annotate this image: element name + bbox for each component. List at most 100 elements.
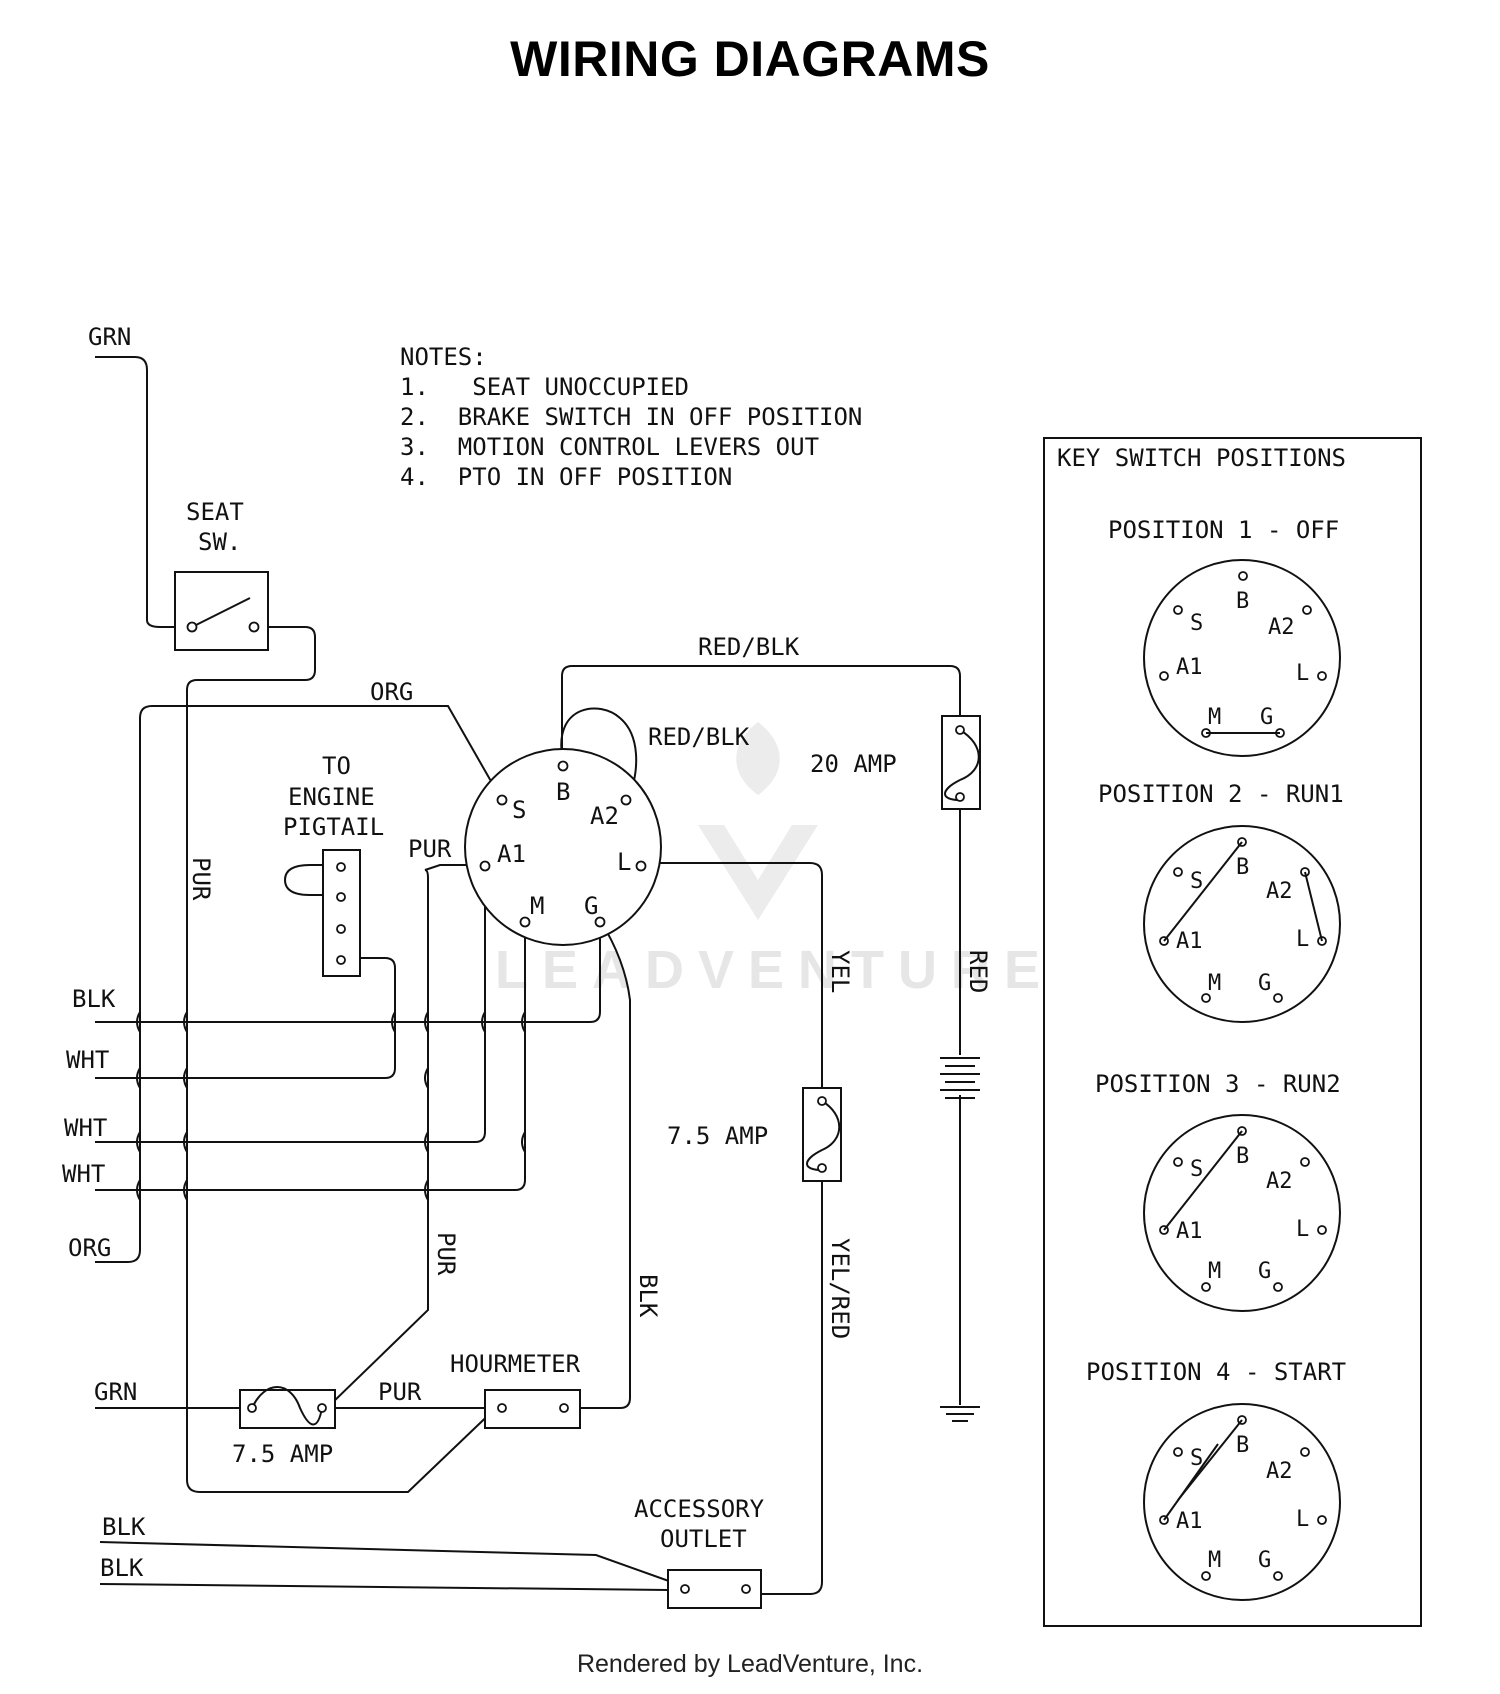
svg-text:A1: A1 [1176, 1219, 1203, 1244]
svg-text:A1: A1 [1176, 1509, 1203, 1534]
battery-icon [940, 1057, 980, 1099]
wire-label-grn-top: GRN [88, 323, 131, 351]
seat-switch-label-2: SW. [198, 528, 241, 556]
svg-text:G: G [1258, 1259, 1271, 1284]
wire-label-blk-vertical: BLK [634, 1274, 662, 1318]
wire-label-red-blk-loop: RED/BLK [648, 723, 750, 751]
svg-text:S: S [1190, 1157, 1203, 1182]
position-2-diagram: B S A2 A1 L M G [1143, 825, 1341, 1023]
seat-switch: SEAT SW. [174, 498, 269, 651]
svg-text:G: G [1258, 971, 1271, 996]
svg-text:A2: A2 [1268, 615, 1295, 640]
fuse-75-bottom-label: 7.5 AMP [232, 1440, 333, 1468]
position-1-title: POSITION 1 - OFF [1108, 516, 1339, 544]
pigtail-label-1: TO [322, 752, 351, 780]
svg-text:A1: A1 [1176, 655, 1203, 680]
engine-pigtail: TO ENGINE PIGTAIL [283, 752, 384, 977]
fuse-20-label: 20 AMP [810, 750, 897, 778]
key-switch-positions-panel: KEY SWITCH POSITIONS POSITION 1 - OFF B … [1043, 437, 1422, 1627]
accessory-outlet: ACCESSORY OUTLET [634, 1495, 765, 1609]
terminal-A2: A2 [590, 802, 619, 830]
key-switch-heading: KEY SWITCH POSITIONS [1057, 444, 1346, 472]
watermark-flame-icon [736, 722, 780, 795]
watermark-text: LEADVENTURE [495, 940, 1054, 1000]
svg-text:G: G [1260, 705, 1273, 730]
wire-label-grn-bottom: GRN [94, 1378, 137, 1406]
position-2-title: POSITION 2 - RUN1 [1098, 780, 1344, 808]
accessory-outlet-label-2: OUTLET [660, 1525, 747, 1553]
fuse-75-amp-right: 7.5 AMP [667, 1087, 842, 1182]
wire-label-red: RED [964, 950, 992, 993]
terminal-A1: A1 [497, 840, 526, 868]
accessory-outlet-label-1: ACCESSORY [634, 1495, 765, 1523]
terminal-L: L [617, 848, 631, 876]
terminal-G: G [584, 892, 598, 920]
wire-hops [136, 1011, 526, 1201]
svg-text:A2: A2 [1266, 879, 1293, 904]
svg-text:M: M [1208, 971, 1221, 996]
wire-label-yel: YEL [826, 950, 854, 993]
hourmeter-label: HOURMETER [450, 1350, 581, 1378]
notes-heading: NOTES: [400, 343, 487, 371]
wire-label-blk-bottom-2: BLK [100, 1554, 144, 1582]
wire-label-yel-red: YEL/RED [826, 1238, 854, 1339]
svg-text:B: B [1236, 1433, 1249, 1458]
wire-label-org-top: ORG [370, 678, 413, 706]
pigtail-label-2: ENGINE [288, 783, 375, 811]
footer-credit: Rendered by LeadVenture, Inc. [576, 1650, 924, 1678]
wire-label-blk-1: BLK [72, 985, 116, 1013]
fuse-75-right-label: 7.5 AMP [667, 1122, 768, 1150]
svg-text:B: B [1236, 1144, 1249, 1169]
wire-label-wht-3: WHT [62, 1160, 105, 1188]
fuse-20-amp: 20 AMP [810, 715, 981, 810]
svg-text:A2: A2 [1266, 1169, 1293, 1194]
wire-label-pur-low: PUR [432, 1232, 460, 1276]
key-switch: S B A2 A1 L M G [464, 748, 662, 946]
svg-text:G: G [1258, 1548, 1271, 1573]
svg-text:L: L [1296, 927, 1309, 952]
seat-switch-contact [191, 597, 251, 628]
position-4-diagram: B S A2 A1 L M G [1143, 1403, 1341, 1601]
svg-text:A1: A1 [1176, 929, 1203, 954]
wire-label-pur-vertical: PUR [187, 857, 215, 901]
wire-labels: GRN ORG PUR PUR RED/BLK RED/BLK YEL RED … [62, 323, 992, 1582]
svg-text:B: B [1236, 855, 1249, 880]
position-3-title: POSITION 3 - RUN2 [1095, 1070, 1341, 1098]
key-switch-body [464, 748, 662, 946]
svg-text:M: M [1208, 1548, 1221, 1573]
terminal-B: B [556, 778, 570, 806]
watermark-v-icon [698, 825, 818, 920]
svg-text:B: B [1236, 589, 1249, 614]
svg-text:S: S [1190, 869, 1203, 894]
seat-switch-label-1: SEAT [186, 498, 244, 526]
terminal-S: S [512, 796, 526, 824]
note-4: 4. PTO IN OFF POSITION [400, 463, 732, 491]
svg-text:L: L [1296, 1507, 1309, 1532]
wire-label-wht-1: WHT [66, 1046, 109, 1074]
wire-label-wht-2: WHT [64, 1114, 107, 1142]
svg-text:M: M [1208, 705, 1221, 730]
svg-text:L: L [1296, 1217, 1309, 1242]
svg-text:S: S [1190, 1446, 1203, 1471]
hourmeter: HOURMETER [450, 1350, 581, 1429]
position-4-title: POSITION 4 - START [1086, 1358, 1346, 1386]
note-3: 3. MOTION CONTROL LEVERS OUT [400, 433, 819, 461]
ground-icon [940, 1406, 980, 1422]
pigtail-label-3: PIGTAIL [283, 813, 384, 841]
svg-text:S: S [1190, 611, 1203, 636]
position-3-diagram: B S A2 A1 L M G [1143, 1114, 1341, 1312]
note-1: 1. SEAT UNOCCUPIED [400, 373, 689, 401]
terminal-M: M [530, 892, 544, 920]
wire-label-red-blk-top: RED/BLK [698, 633, 800, 661]
svg-text:L: L [1296, 661, 1309, 686]
wire-label-pur-a1: PUR [408, 835, 452, 863]
note-2: 2. BRAKE SWITCH IN OFF POSITION [400, 403, 862, 431]
svg-text:M: M [1208, 1259, 1221, 1284]
svg-text:A2: A2 [1266, 1459, 1293, 1484]
wires [95, 356, 961, 1595]
position-1-diagram: B S A2 A1 L M G [1143, 559, 1341, 757]
seat-switch-box [174, 571, 269, 651]
wire-label-org-bottom: ORG [68, 1234, 111, 1262]
wire-label-blk-bottom-1: BLK [102, 1513, 146, 1541]
